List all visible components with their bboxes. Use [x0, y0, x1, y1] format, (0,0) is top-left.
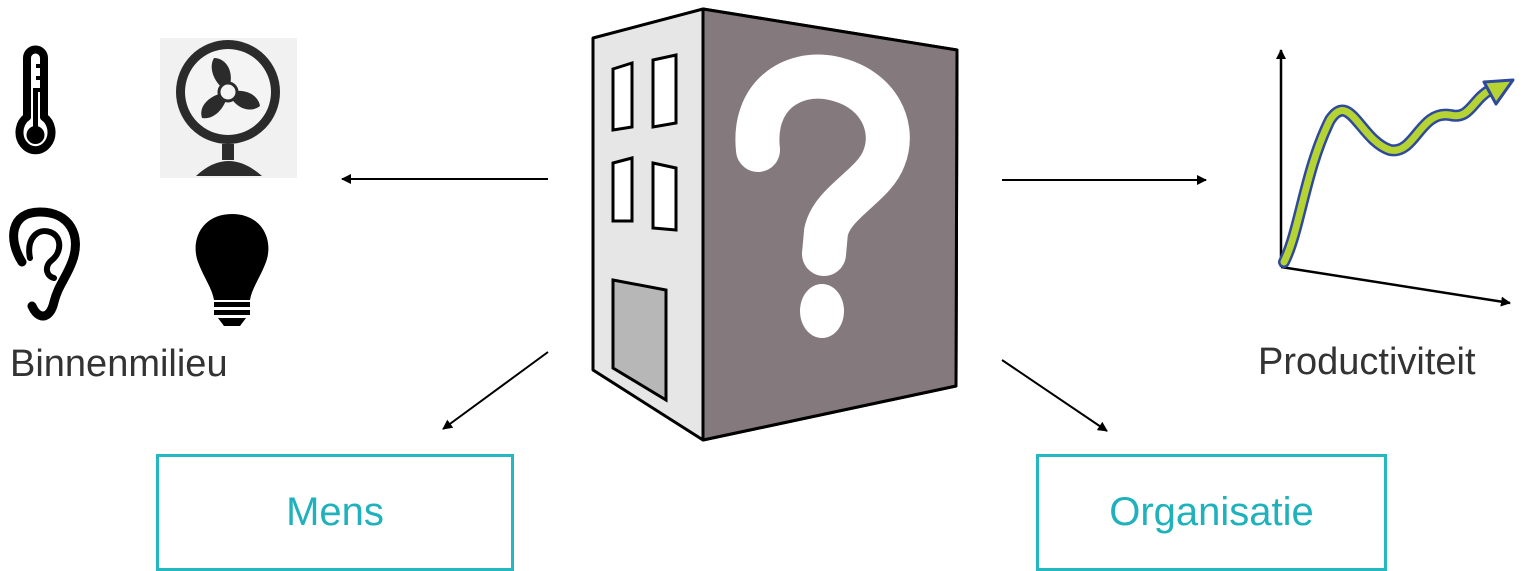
arrow-to-organisation [1002, 360, 1107, 431]
arrow-to-person [443, 352, 548, 429]
growth-chart-icon [1281, 50, 1513, 303]
ear-icon [14, 212, 76, 316]
organisation-label: Organisatie [1109, 490, 1314, 535]
building-question-icon [593, 9, 957, 440]
fan-icon [160, 38, 297, 178]
productivity-label: Productiviteit [1258, 341, 1476, 384]
person-label: Mens [286, 490, 384, 535]
organisation-box: Organisatie [1036, 454, 1387, 571]
person-box: Mens [156, 454, 514, 571]
thermometer-icon [20, 50, 52, 151]
environment-label: Binnenmilieu [10, 343, 228, 386]
light-bulb-icon [196, 214, 269, 326]
